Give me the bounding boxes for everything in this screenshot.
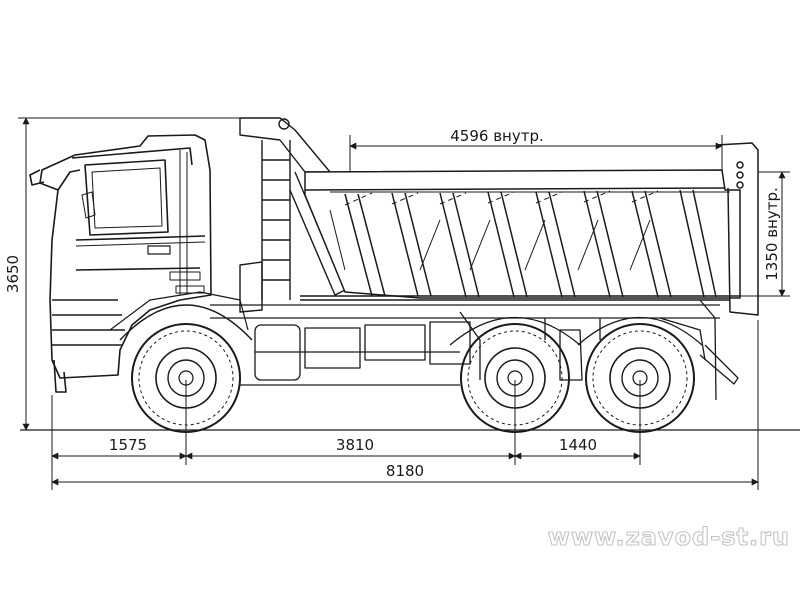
dim-front-overhang: 1575 — [109, 436, 147, 454]
cab — [29, 134, 249, 393]
dimension-lines — [18, 117, 790, 490]
truck-outline — [29, 117, 759, 433]
dim-rear-axle-spacing: 1440 — [559, 436, 597, 454]
dim-length-total: 8180 — [386, 462, 424, 480]
dim-wheelbase: 3810 — [336, 436, 374, 454]
dim-height-total: 3650 — [4, 255, 22, 293]
dim-body-height: 1350 внутр. — [763, 187, 781, 281]
watermark: www.zavod-st.ru — [548, 523, 790, 551]
chassis — [210, 299, 739, 401]
dump-body — [300, 142, 759, 316]
dim-body-length: 4596 внутр. — [450, 127, 544, 145]
